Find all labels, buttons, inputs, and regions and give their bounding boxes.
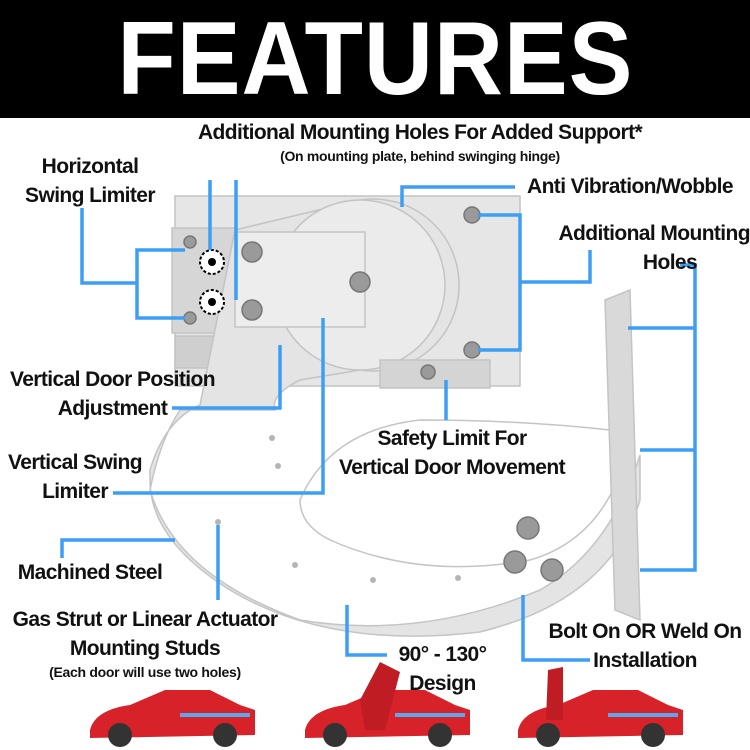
callout-lines [60,180,697,662]
label-text: Vertical Swing [8,451,143,474]
label-gas-strut: Gas Strut or Linear Actuator Mounting St… [0,605,290,681]
label-vertical-position: Vertical Door Position Adjustment [0,365,225,423]
label-support-holes: Additional Mounting Holes For Added Supp… [160,118,680,165]
label-mounting-holes: Additional Mounting Holes [530,219,750,277]
label-text: Machined Steel [17,561,163,584]
label-design: 90° - 130° Design [380,640,505,698]
label-text: Design [409,672,476,695]
label-vertical-limiter: Vertical Swing Limiter [0,448,150,506]
label-machined-steel: Machined Steel [10,558,170,587]
label-text: Additional Mounting [558,222,750,245]
page-title: FEATURES [117,0,633,117]
header-banner: FEATURES [0,0,750,118]
label-text: Limiter [42,480,108,503]
label-anti-vibration: Anti Vibration/Wobble [515,172,745,201]
label-text: Adjustment [57,397,168,420]
hinge-illustration [149,195,641,637]
label-text: Anti Vibration/Wobble [527,175,734,198]
label-subtext: (On mounting plate, behind swinging hing… [280,148,560,164]
label-text: Vertical Door Movement [338,456,566,479]
label-text: Safety Limit For [377,427,527,450]
label-text: Horizontal [41,155,139,178]
car-doors-closed [90,690,255,747]
label-text: Installation [593,649,697,672]
label-bolt-on: Bolt On OR Weld On Installation [545,617,745,675]
label-text: Swing Limiter [25,184,155,207]
label-text: Bolt On OR Weld On [548,620,743,643]
label-subtext: (Each door will use two holes) [49,664,241,680]
label-text: Additional Mounting Holes For Added Supp… [197,121,643,144]
label-text: 90° - 130° [398,643,487,666]
label-text: Holes [642,251,698,274]
car-doors-scissor [305,662,470,747]
label-text: Mounting Studs [69,637,221,660]
car-doors-vertical [518,667,683,747]
label-safety-limit: Safety Limit For Vertical Door Movement [322,424,582,482]
label-text: Gas Strut or Linear Actuator [12,608,278,631]
label-horizontal-limiter: Horizontal Swing Limiter [10,152,170,210]
label-text: Vertical Door Position [9,368,216,391]
